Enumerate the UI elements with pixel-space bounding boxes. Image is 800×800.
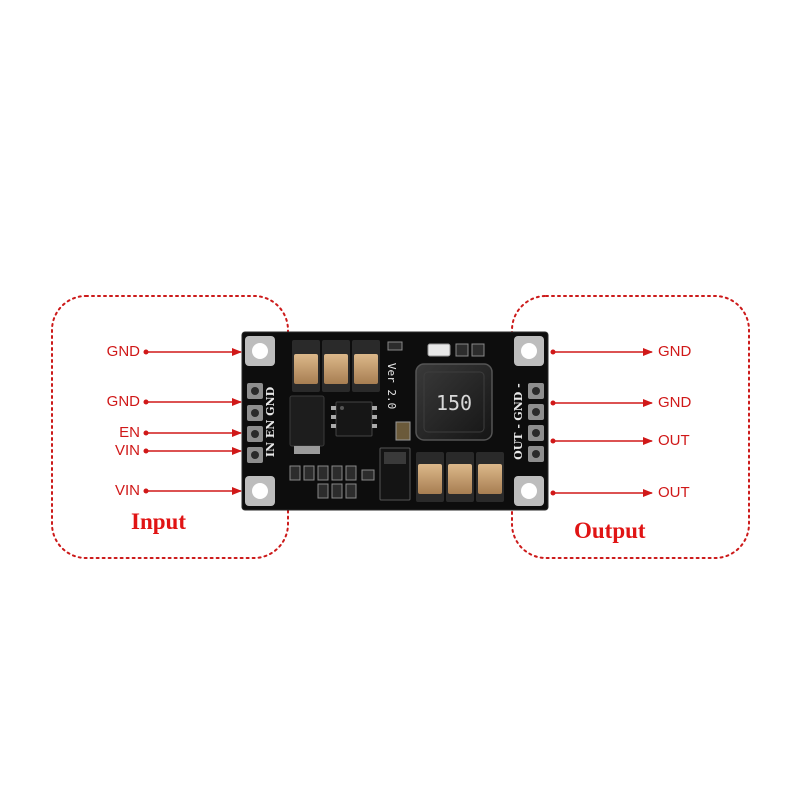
input-pin-label-gnd-1: GND bbox=[106, 343, 140, 360]
output-pin-label-gnd-2: GND bbox=[658, 394, 692, 411]
mounting-hole-top-right bbox=[514, 336, 544, 366]
input-pin-label-vin-1: VIN bbox=[114, 442, 140, 459]
input-header-pins bbox=[247, 383, 263, 463]
input-pin-label-gnd-2: GND bbox=[106, 393, 140, 410]
pcb-board: 150 Ver 2.0 IN EN GND GND - OUT - bbox=[241, 331, 549, 511]
input-pin-label-vin-2: VIN bbox=[114, 482, 140, 499]
mounting-hole-bottom-right bbox=[514, 476, 544, 506]
output-capacitors bbox=[416, 452, 504, 502]
controller-ic bbox=[331, 401, 377, 437]
mounting-hole-bottom-left bbox=[245, 476, 275, 506]
output-arrows bbox=[550, 348, 653, 497]
input-arrows bbox=[143, 348, 242, 495]
input-capacitors bbox=[292, 340, 380, 392]
passive-components bbox=[289, 341, 411, 499]
output-header-pins bbox=[528, 383, 544, 462]
input-group-title: Input bbox=[131, 509, 186, 534]
output-group-title: Output bbox=[574, 518, 646, 543]
input-pin-label-en: EN bbox=[119, 424, 140, 441]
inductor: 150 bbox=[415, 363, 493, 441]
diode-component bbox=[289, 395, 325, 447]
output-pin-label-gnd-1: GND bbox=[658, 343, 692, 360]
inductor-marking: 150 bbox=[436, 391, 472, 415]
silk-input-pins: IN EN GND bbox=[264, 386, 277, 457]
output-pin-label-out-2: OUT bbox=[658, 484, 690, 501]
silk-output-out: OUT - bbox=[512, 424, 525, 460]
power-transistor bbox=[379, 447, 411, 501]
output-pin-label-out-1: OUT bbox=[658, 432, 690, 449]
silk-output-gnd: GND - bbox=[512, 383, 525, 420]
mounting-hole-top-left bbox=[245, 336, 275, 366]
led-indicator bbox=[427, 343, 451, 357]
silk-version: Ver 2.0 bbox=[385, 363, 398, 409]
